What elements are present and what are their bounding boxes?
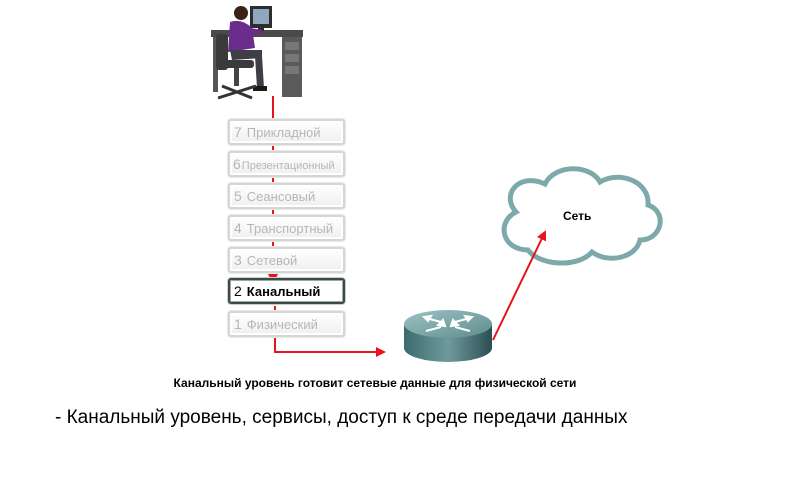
osi-layer-2: 2 Канальный <box>228 278 345 304</box>
layer-number: 2 <box>234 283 242 299</box>
layer-number: 4 <box>234 220 242 236</box>
cloud-label: Сеть <box>563 209 592 223</box>
layer-name: Презентационный <box>241 160 335 172</box>
osi-layer-1: 1 Физический <box>228 311 345 337</box>
osi-layer-5: 5 Сеансовый <box>228 183 345 209</box>
osi-layer-4: 4 Транспортный <box>228 215 345 241</box>
layer-name: Физический <box>246 317 318 332</box>
bullet-point: - Канальный уровень, сервисы, доступ к с… <box>55 407 628 428</box>
layer-number: 6 <box>233 156 241 172</box>
layer-name: Сетевой <box>246 253 298 268</box>
user-workstation-icon <box>211 6 303 100</box>
layer-number: 7 <box>234 124 242 140</box>
layer-name: Канальный <box>246 284 321 299</box>
layer-name: Сеансовый <box>246 189 316 204</box>
layer-number: 1 <box>234 316 242 332</box>
layer-name: Транспортный <box>246 221 334 236</box>
layer-number: 5 <box>234 188 242 204</box>
router-icon <box>404 310 492 362</box>
layer-name: Прикладной <box>246 125 321 140</box>
layer-number: 3 <box>234 252 242 268</box>
diagram-caption: Канальный уровень готовит сетевые данные… <box>173 376 577 390</box>
osi-layer-7: 7 Прикладной <box>228 119 345 145</box>
osi-layer-6: 6Презентационный <box>228 151 345 177</box>
osi-layer-3: 3 Сетевой <box>228 247 345 273</box>
